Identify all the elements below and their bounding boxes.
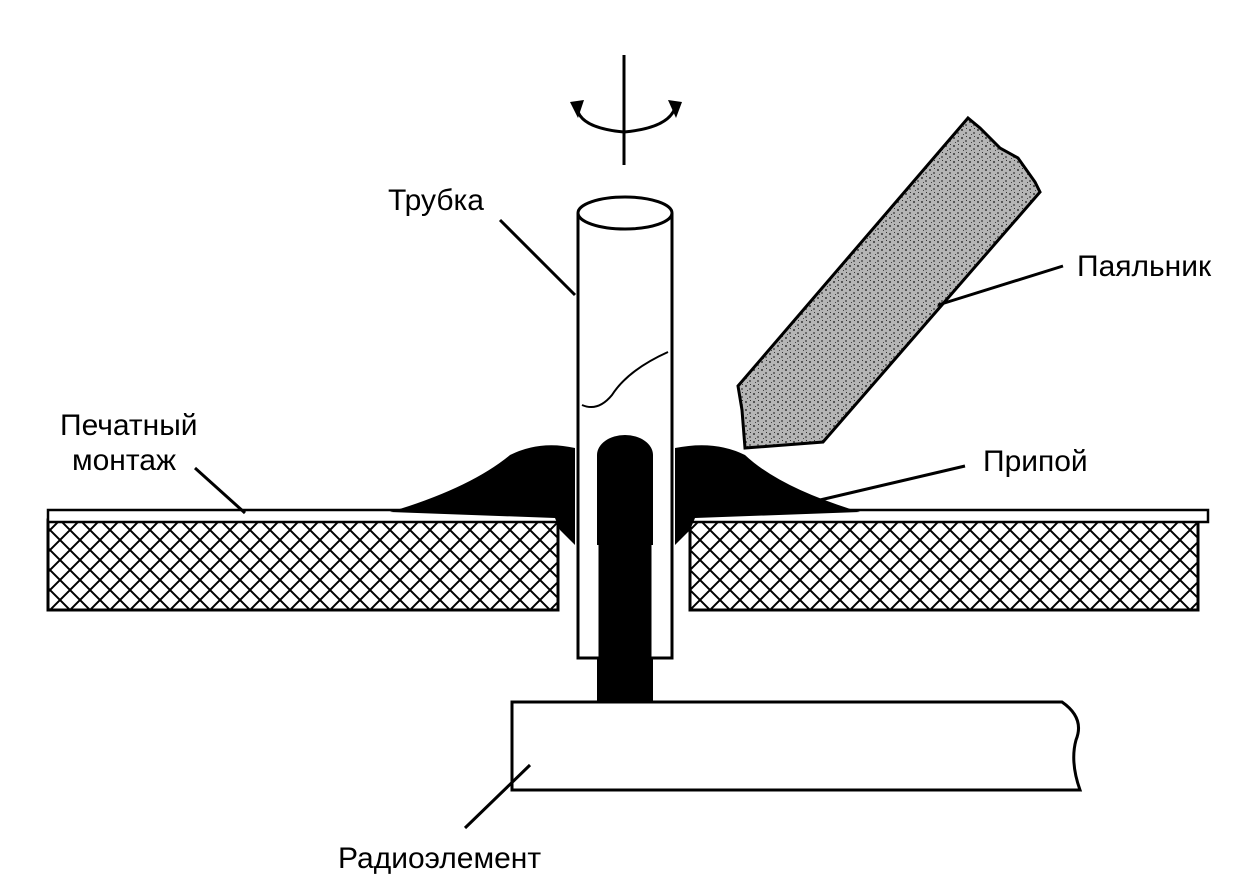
solder-leader-line <box>819 464 966 502</box>
radio-component-body <box>510 700 1083 792</box>
rotation-indicator <box>570 55 682 165</box>
solder-label: Припой <box>983 445 1088 478</box>
radio-component-leader-line <box>463 763 532 830</box>
pcb-board-left <box>46 508 560 612</box>
tube <box>576 195 674 660</box>
iron-leader-line <box>937 264 1064 307</box>
radio-component-label: Радиоэлемент <box>338 842 541 875</box>
tube-label: Трубка <box>388 184 484 217</box>
printed-wiring-label-line2: монтаж <box>72 444 176 477</box>
component-lead <box>597 435 653 707</box>
solder-fillet <box>390 445 860 545</box>
printed-wiring-label-line1: Печатный <box>60 409 198 442</box>
soldering-iron <box>736 115 1042 450</box>
soldering-iron-label: Паяльник <box>1077 250 1212 283</box>
pcb-board-right <box>688 508 1210 612</box>
tube-leader-line <box>498 218 577 297</box>
printed-wiring-leader-line <box>193 466 247 515</box>
